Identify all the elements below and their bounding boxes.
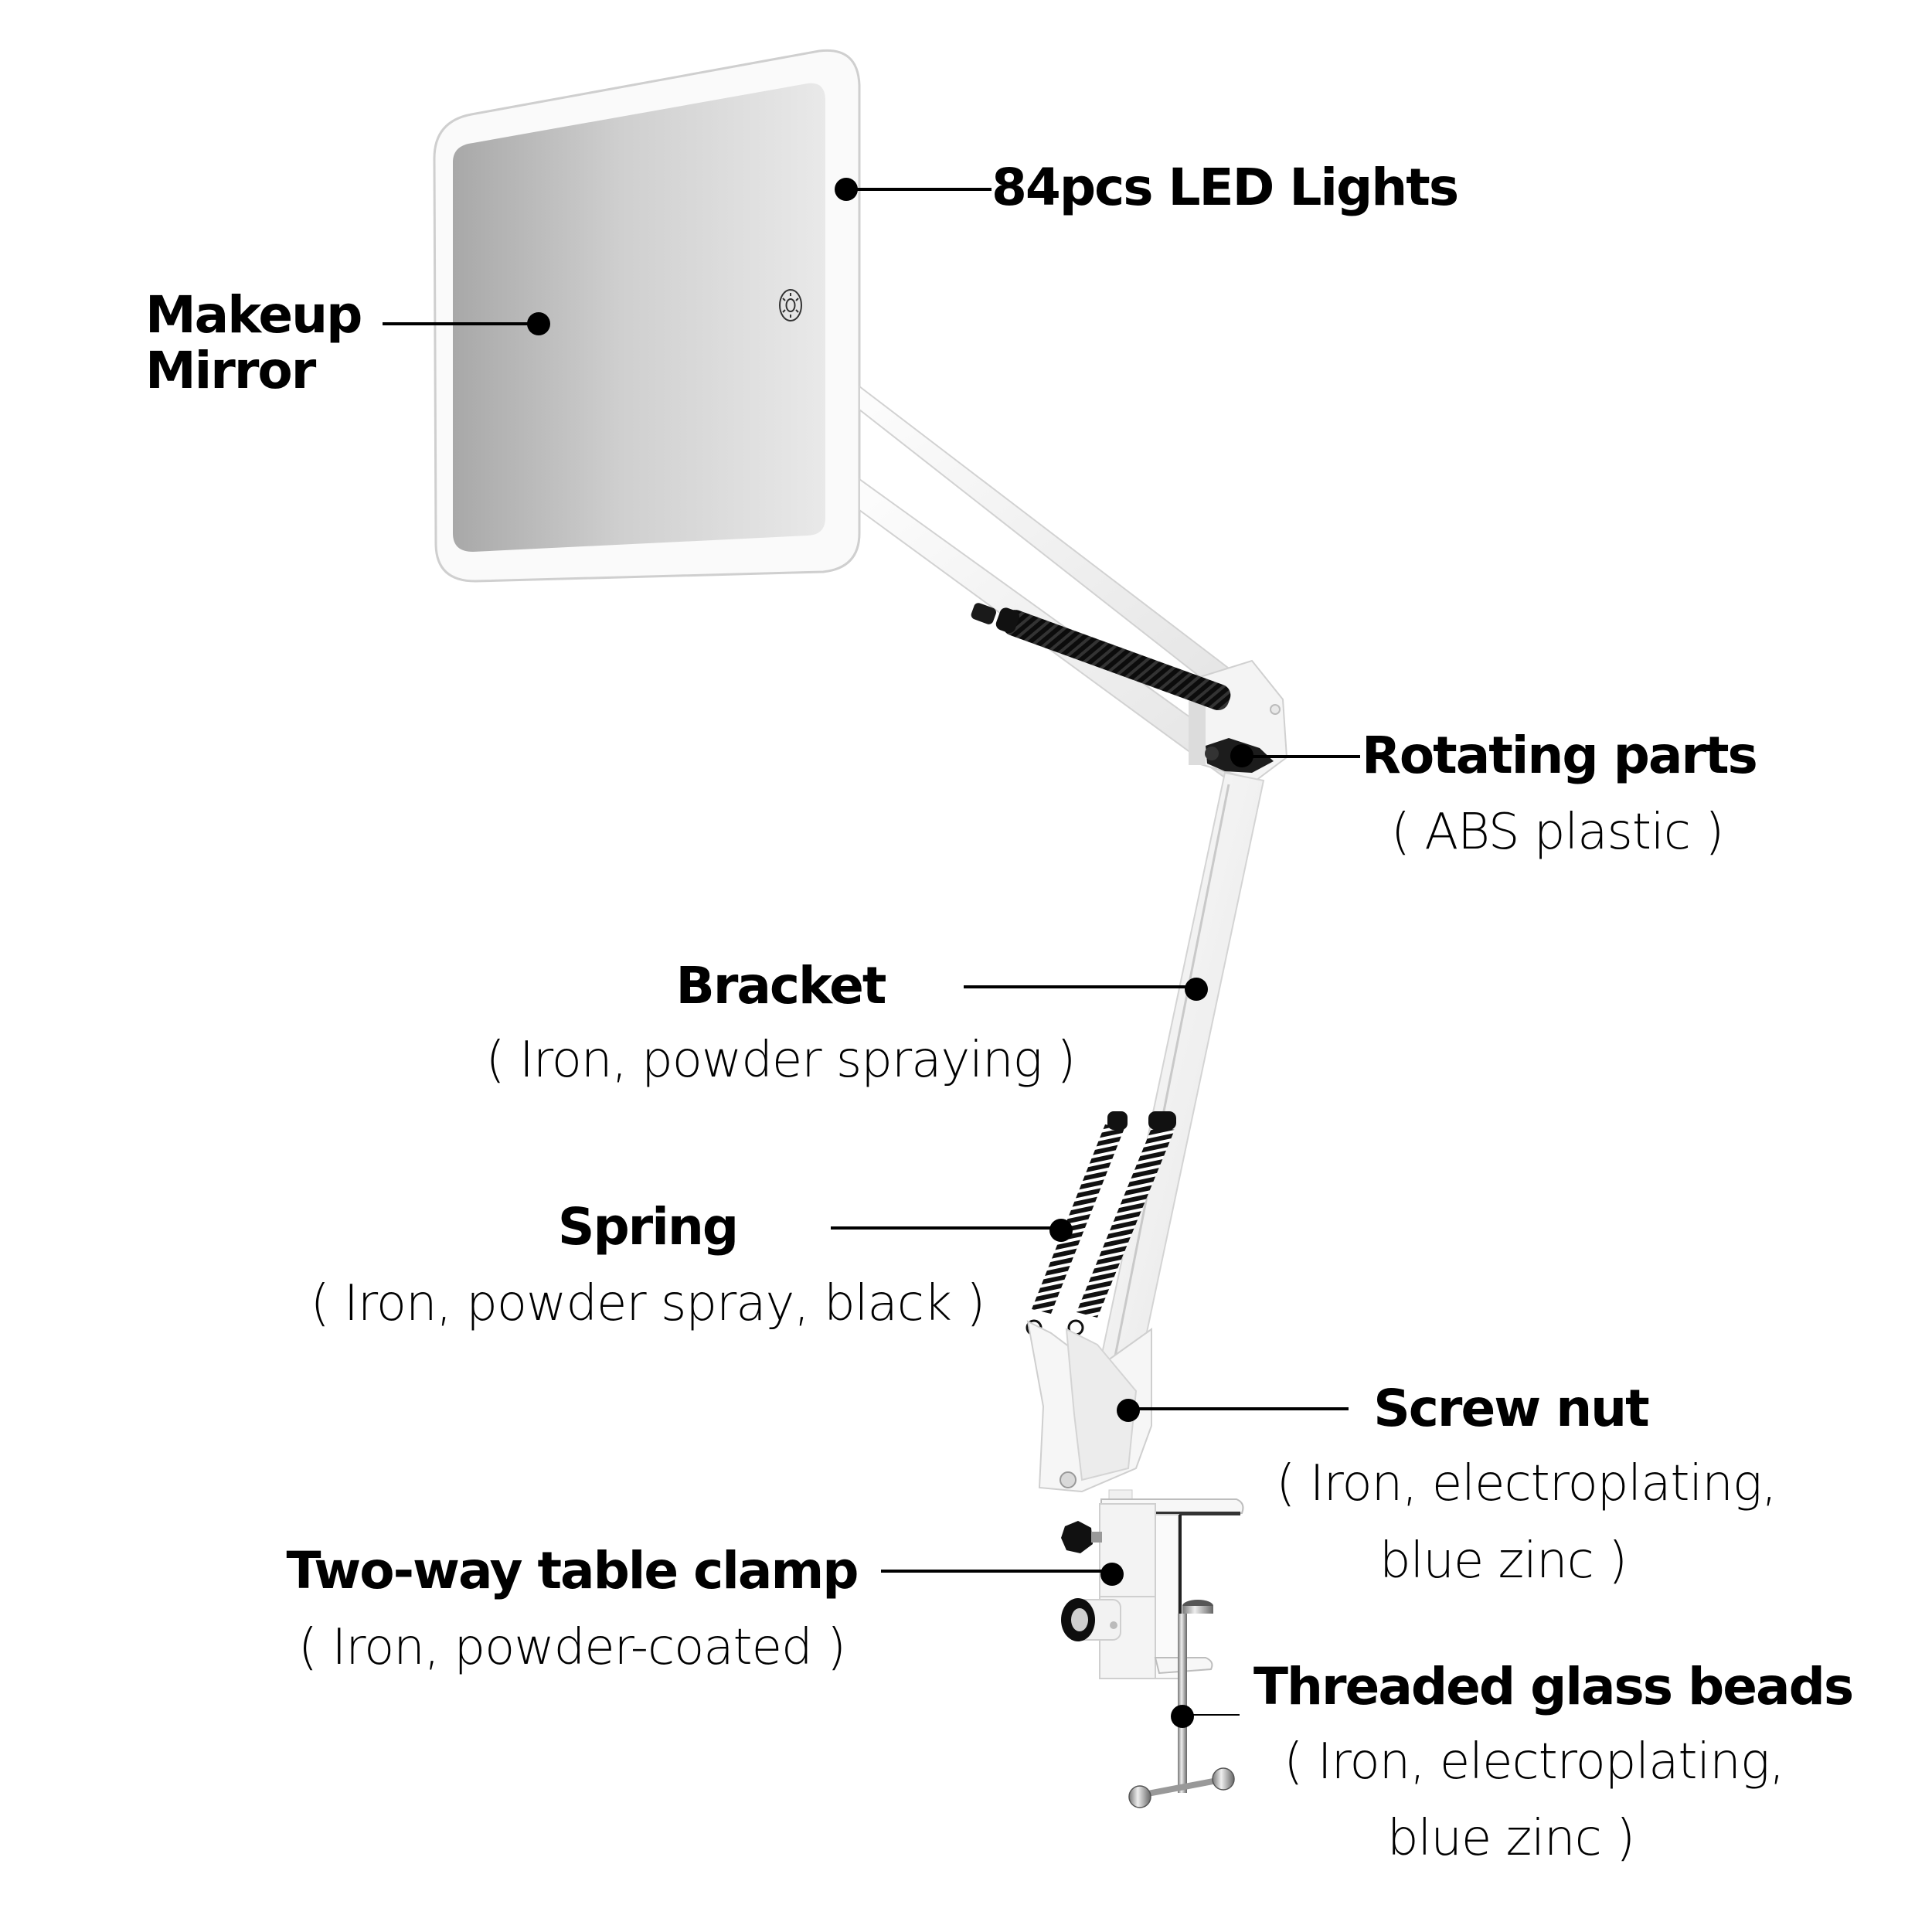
leader-screw-nut bbox=[1117, 1399, 1349, 1422]
leader-bracket bbox=[964, 978, 1208, 1001]
leader-table-clamp bbox=[881, 1563, 1124, 1586]
leader-spring bbox=[831, 1219, 1073, 1242]
label-led-lights: 84pcs LED Lights bbox=[992, 158, 1459, 217]
makeup-mirror bbox=[433, 49, 861, 583]
table-clamp bbox=[1061, 1489, 1244, 1808]
makeup-mirror-line2: Mirror bbox=[145, 341, 316, 400]
material-glass-beads-line1: ( Iron, electroplating, bbox=[1284, 1733, 1784, 1791]
makeup-mirror-line1: Makeup bbox=[145, 285, 362, 345]
material-bracket: ( Iron, powder spraying ) bbox=[485, 1032, 1077, 1089]
material-glass-beads-line2: blue zinc ) bbox=[1386, 1810, 1635, 1867]
material-rotating-parts: ( ABS plastic ) bbox=[1391, 804, 1724, 861]
upper-arm bbox=[859, 384, 1288, 782]
leader-lines bbox=[383, 178, 1360, 1728]
lower-arm bbox=[1026, 771, 1265, 1493]
material-spring: ( Iron, powder spray, black ) bbox=[310, 1275, 986, 1332]
label-rotating-parts: Rotating parts bbox=[1362, 726, 1758, 785]
leader-makeup-mirror bbox=[383, 312, 550, 335]
material-screw-nut-line1: ( Iron, electroplating, bbox=[1276, 1455, 1777, 1512]
leader-led-lights bbox=[835, 178, 992, 201]
label-screw-nut: Screw nut bbox=[1373, 1379, 1649, 1438]
label-table-clamp: Two-way table clamp bbox=[286, 1541, 859, 1600]
label-glass-beads: Threaded glass beads bbox=[1253, 1657, 1854, 1716]
sun-brightness-icon bbox=[779, 289, 802, 321]
label-bracket: Bracket bbox=[675, 956, 887, 1015]
upper-spring bbox=[995, 607, 1231, 711]
leader-rotating-parts bbox=[1230, 744, 1360, 767]
material-table-clamp: ( Iron, powder-coated ) bbox=[298, 1619, 846, 1676]
lower-springs bbox=[1026, 1111, 1176, 1336]
leader-glass-beads bbox=[1171, 1705, 1240, 1728]
material-screw-nut-line2: blue zinc ) bbox=[1379, 1532, 1628, 1590]
mirror-glass bbox=[453, 83, 825, 552]
label-spring: Spring bbox=[557, 1197, 739, 1257]
label-makeup-mirror: Makeup Mirror bbox=[145, 285, 362, 400]
